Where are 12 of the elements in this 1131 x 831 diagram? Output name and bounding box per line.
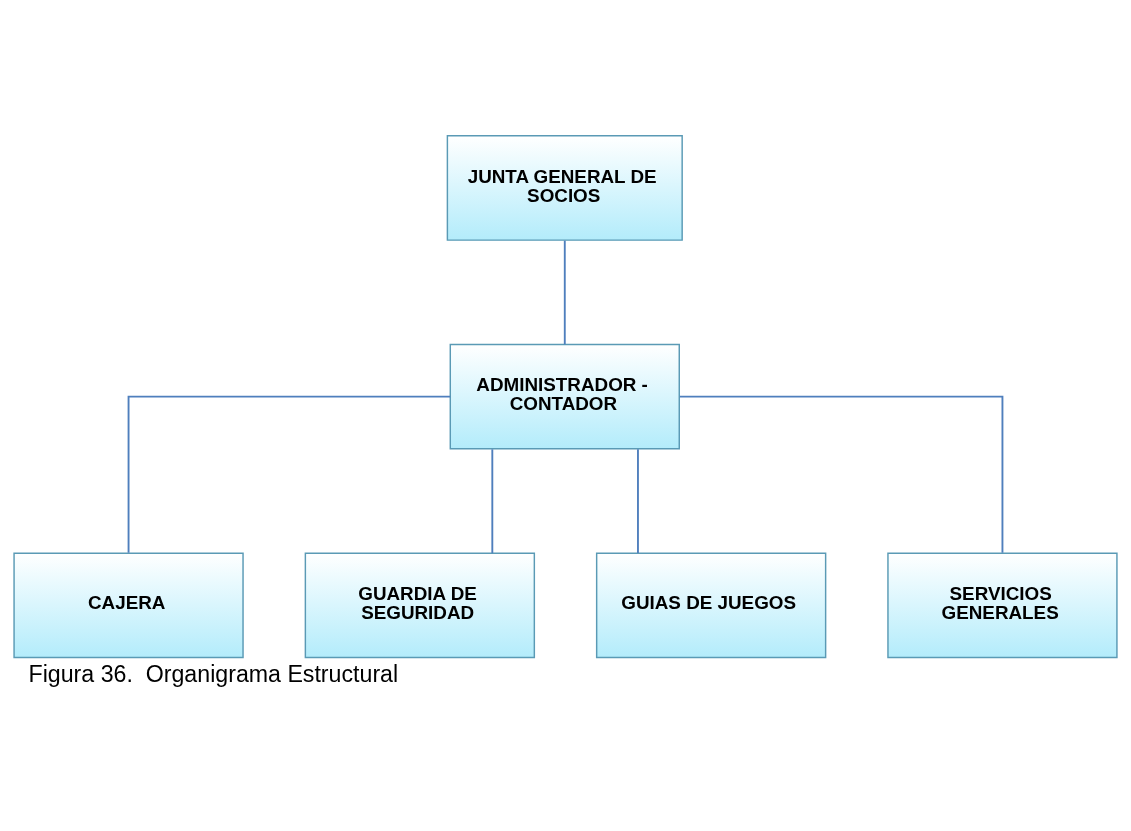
caption: Figura 36. Organigrama Estructural xyxy=(28,660,399,687)
node-box: GUARDIA DE SEGURIDAD xyxy=(304,552,536,659)
connector xyxy=(491,448,494,554)
node-box: JUNTA GENERAL DE SOCIOS xyxy=(446,135,683,241)
connector xyxy=(637,448,639,554)
connector xyxy=(678,395,1004,554)
connector xyxy=(127,395,452,554)
node-box: SERVICIOS GENERALES xyxy=(887,552,1118,659)
node-box: GUIAS DE JUEGOS xyxy=(595,552,827,659)
node-box: CAJERA xyxy=(13,552,244,659)
connector xyxy=(563,239,566,346)
node-box: ADMINISTRADOR - CONTADOR xyxy=(449,343,680,450)
